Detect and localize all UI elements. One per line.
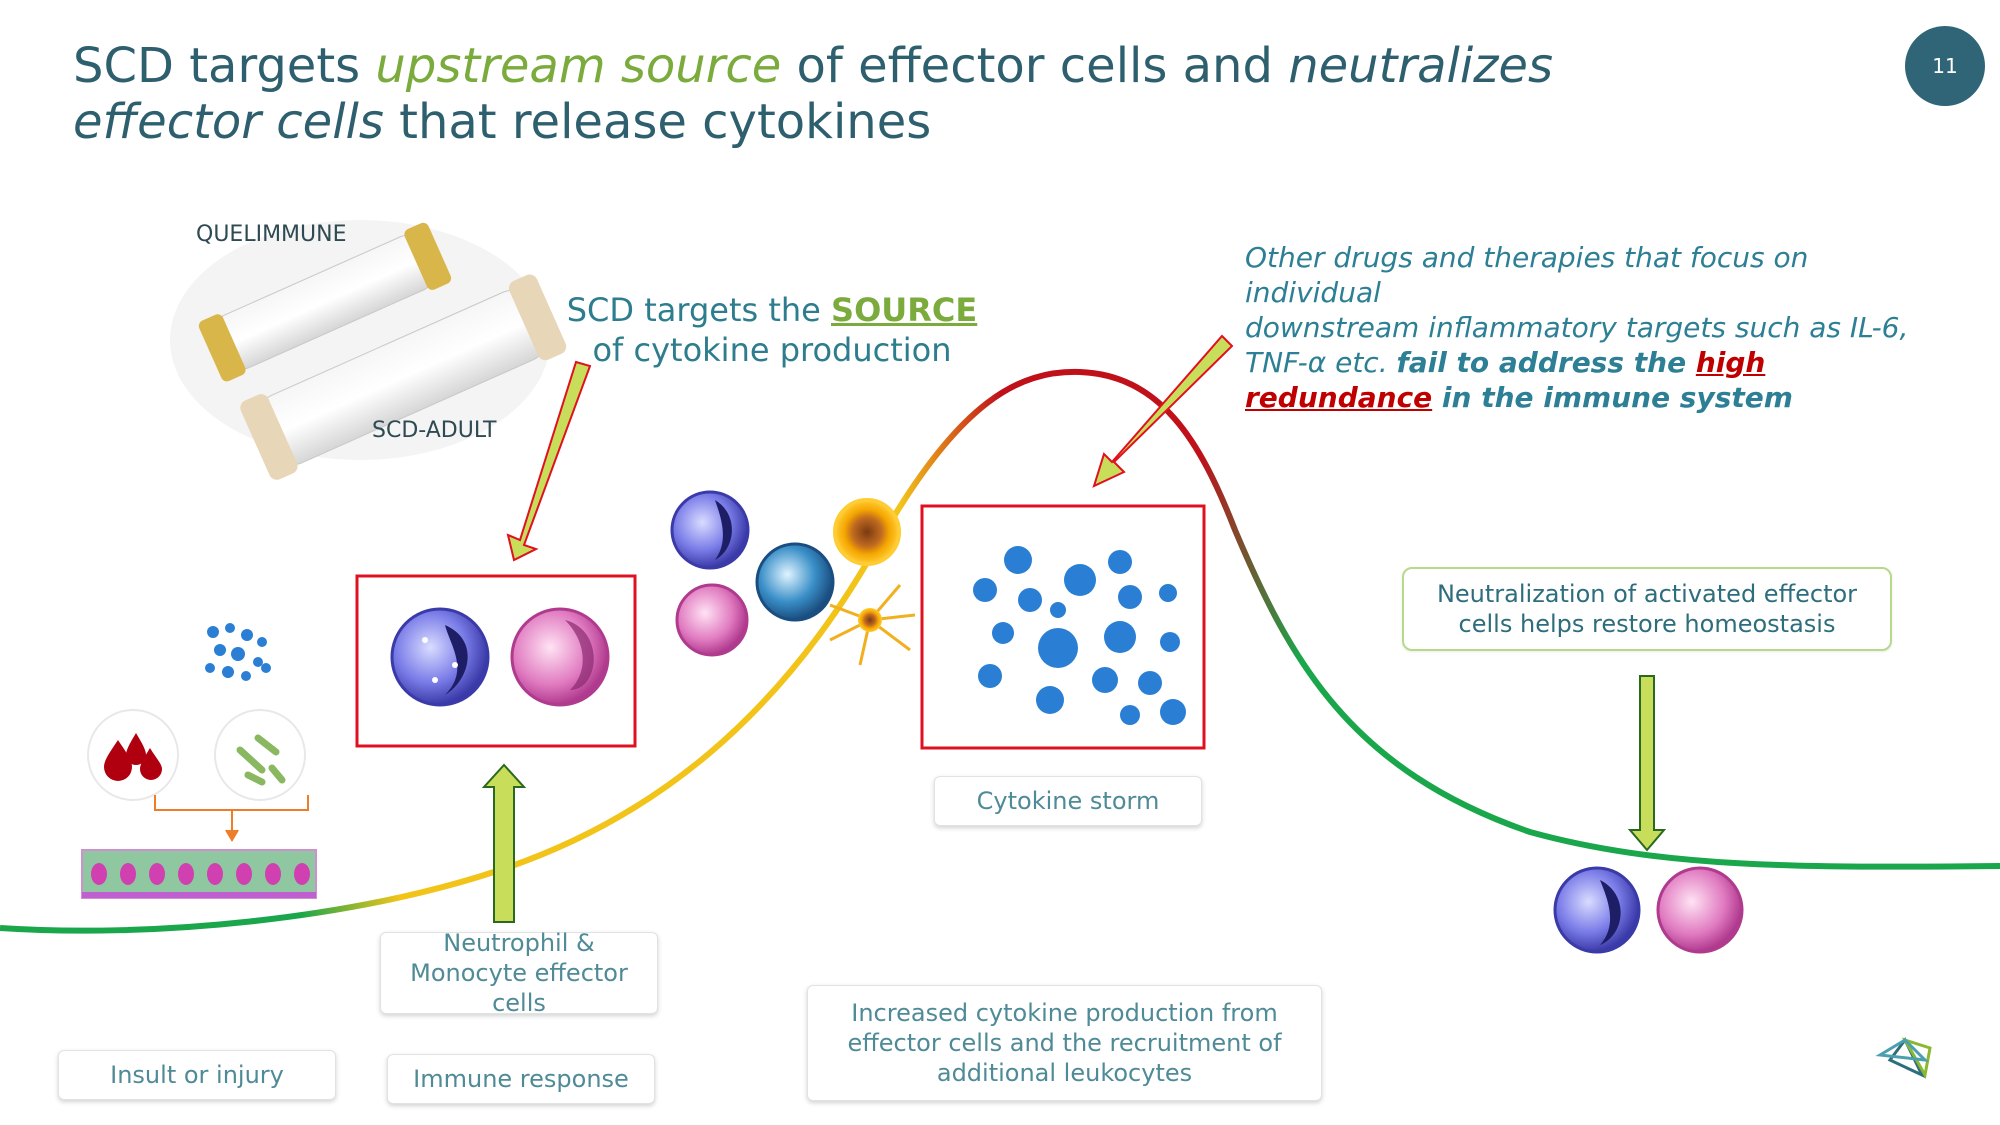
effector-cells-box [355, 574, 637, 748]
small-cytokines-icon [205, 623, 271, 681]
blood-drops-icon [87, 709, 179, 801]
other-drugs-line1: Other drugs and therapies that focus on … [1245, 241, 1809, 309]
title-italic-neutralizes: neutralizes [1288, 38, 1553, 94]
increased-cytokine-label: Increased cytokine production from effec… [807, 985, 1322, 1101]
immune-cells-cluster [670, 490, 916, 666]
arrow-up-effector [481, 763, 527, 923]
page-title: SCD targets upstream source of effector … [73, 38, 1573, 150]
other-drugs-immune-system: in the immune system [1432, 381, 1793, 414]
arrow-to-storm [1092, 334, 1234, 488]
insult-connector [154, 795, 309, 842]
other-drugs-fail: fail to address the [1396, 346, 1696, 379]
other-drugs-redundance: redundance [1245, 381, 1433, 414]
other-drugs-high: high [1695, 346, 1766, 379]
inflammation-curve [0, 368, 2000, 934]
scd-source-line1: SCD targets the [566, 291, 832, 329]
cytokine-storm-label: Cytokine storm [934, 776, 1202, 826]
product-label-scd-adult: SCD-ADULT [372, 418, 497, 443]
cytokine-storm-box [920, 504, 1206, 750]
title-text-3: that release cytokines [383, 94, 932, 150]
neutralization-box: Neutralization of activated effector cel… [1402, 567, 1892, 651]
product-label-quelimmune: QUELIMMUNE [196, 222, 347, 247]
arrow-down-neutralize [1627, 675, 1667, 852]
arrow-to-source [506, 360, 592, 562]
scd-source-line2: of cytokine production [592, 331, 952, 369]
other-drugs-line2: downstream inflammatory targets such as … [1245, 311, 1909, 344]
neutralized-neutrophil-icon [1553, 866, 1641, 954]
scd-source-callout: SCD targets the SOURCE of cytokine produ… [562, 290, 982, 370]
neutrophil-monocyte-label: Neutrophil & Monocyte effector cells [380, 929, 658, 1017]
title-text-1: SCD targets [73, 38, 376, 94]
page-number-badge: 11 [1905, 26, 1985, 106]
title-highlight-upstream: upstream source [375, 38, 782, 94]
insult-injury-label: Insult or injury [58, 1050, 336, 1100]
immune-response-label: Immune response [387, 1054, 655, 1104]
company-logo [1875, 1037, 1932, 1080]
neutralized-monocyte-icon [1656, 866, 1744, 954]
monocyte-icon [510, 607, 610, 707]
other-drugs-callout: Other drugs and therapies that focus on … [1245, 240, 1945, 415]
other-drugs-etc: etc. [1326, 346, 1397, 379]
title-text-2: of effector cells and [781, 38, 1289, 94]
title-italic-effector: effector cells [73, 94, 384, 150]
bacteria-icon [214, 709, 306, 801]
neutrophil-icon [390, 607, 490, 707]
epithelial-cells-icon [81, 849, 317, 899]
scd-source-keyword: SOURCE [831, 291, 978, 329]
other-drugs-tnf: TNF- [1245, 346, 1308, 379]
cytokine-particles [973, 546, 1186, 725]
other-drugs-alpha: α [1307, 346, 1327, 379]
product-image [170, 220, 567, 480]
